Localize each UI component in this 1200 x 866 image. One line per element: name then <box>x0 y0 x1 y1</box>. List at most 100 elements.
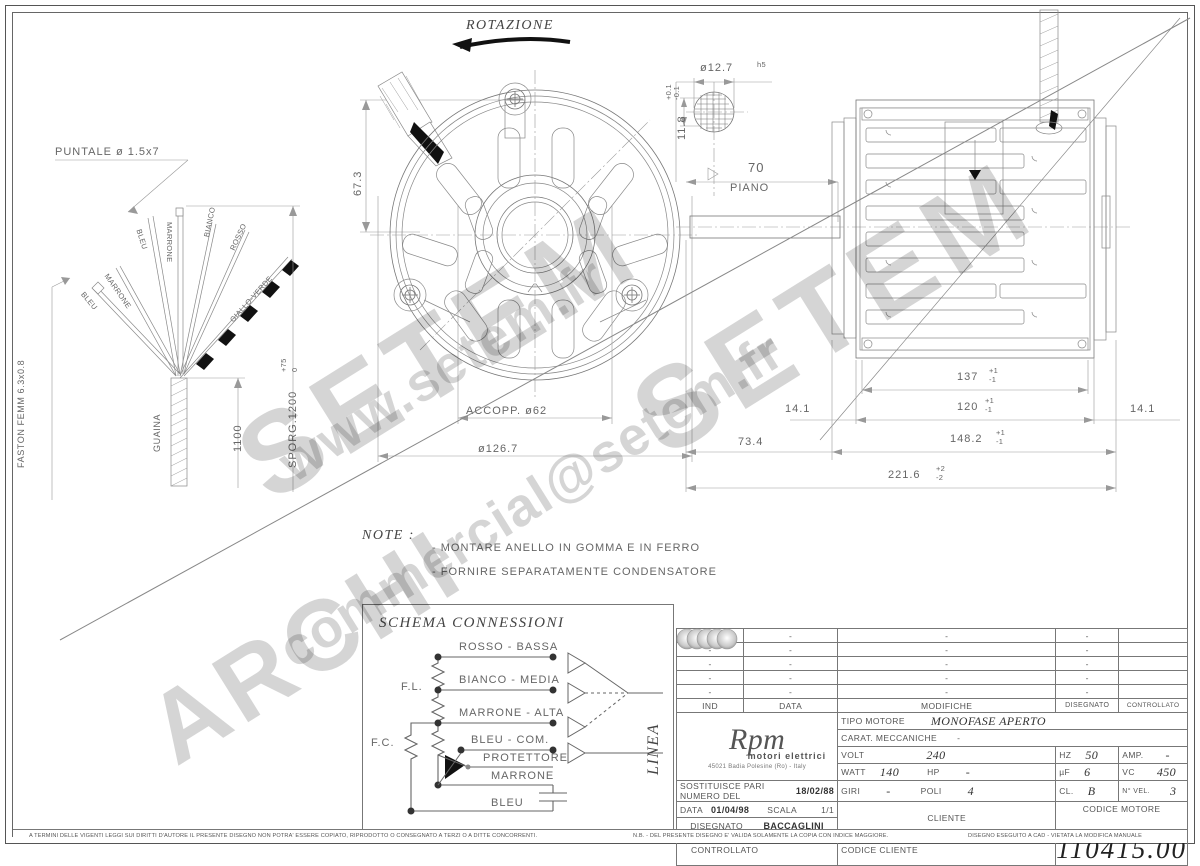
disegnato-value: BACCAGLINI <box>763 820 824 831</box>
volt-value: 240 <box>926 747 946 762</box>
table-row: - - - - <box>675 684 1188 699</box>
dim-148-tol-up: +1 <box>996 428 1006 437</box>
nvel-value: 3 <box>1170 783 1177 798</box>
cliente-cell: CLIENTE <box>837 801 1057 834</box>
header-disegnato: DISEGNATO <box>1055 698 1120 713</box>
tipo-motore-value: MONOFASE APERTO <box>930 713 1046 728</box>
dim-221: 221.6 <box>888 469 921 481</box>
giri-poli-cell: GIRI - POLI 4 <box>837 780 1057 802</box>
schema-row-marrone-alta: MARRONE - ALTA <box>459 707 565 719</box>
scala-value: 1/1 <box>821 804 835 815</box>
hz-value: 50 <box>1085 747 1099 762</box>
dim-221-tol-up: +2 <box>936 464 946 473</box>
note-line-1: - MONTARE ANELLO IN GOMMA E IN FERRO <box>432 542 701 554</box>
giri-label: GIRI <box>841 786 861 796</box>
cl-label: CL. <box>1059 786 1074 796</box>
note-title: NOTE : <box>362 528 415 543</box>
codice-motore-label: CODICE MOTORE <box>1082 804 1161 814</box>
note-line-2: - FORNIRE SEPARATAMENTE CONDENSATORE <box>432 566 717 578</box>
mod-row-2-disegnato: - <box>1055 656 1120 671</box>
rpm-logo-address: 45021 Badia Polesine (Ro) - Italy <box>708 764 807 770</box>
logo-and-tipo-row: Rpm motori elettrici 45021 Badia Polesin… <box>675 628 1188 781</box>
header-ind: IND <box>675 698 745 713</box>
uf-label: µF <box>1059 767 1071 777</box>
volt-cell: VOLT 240 <box>837 746 1057 764</box>
carat-value: - <box>957 733 961 743</box>
mod-row-3-controllato <box>1118 670 1188 685</box>
mod-row-4-data: - <box>743 684 839 699</box>
volt-row: VOLT 240 HZ 50 AMP. - <box>677 746 1188 764</box>
rpm-logo-ellipses <box>676 628 738 650</box>
mod-row-1-data: - <box>743 642 839 657</box>
vc-label: VC <box>1122 767 1135 777</box>
table-row: - - - - <box>675 642 1188 657</box>
mod-row-1-disegnato: - <box>1055 642 1120 657</box>
schema-row-bianco: BIANCO - MEDIA <box>459 674 560 686</box>
scala-label: SCALA <box>767 804 798 815</box>
uf-cell: µF 6 <box>1055 763 1120 781</box>
amp-value: - <box>1165 747 1170 762</box>
dim-148: 148.2 <box>950 433 983 445</box>
footer-middle: N.B. - DEL PRESENTE DISEGNO E' VALIDA SO… <box>633 833 889 839</box>
schema-row-protettore: PROTETTORE <box>483 752 568 764</box>
table-header-row: IND DATA MODIFICHE DISEGNATO CONTROLLATO <box>675 698 1188 713</box>
table-row: - - - - <box>675 656 1188 671</box>
vc-cell: VC 450 <box>1118 763 1188 781</box>
mod-row-3-modifiche: - <box>837 670 1057 685</box>
amp-cell: AMP. - <box>1118 746 1188 764</box>
mod-row-4-ind: - <box>675 684 745 699</box>
schema-connessioni-panel: SCHEMA CONNESSIONI <box>362 604 674 832</box>
hp-label: HP <box>927 767 940 777</box>
data-value: 01/04/98 <box>711 804 750 815</box>
volt-label: VOLT <box>841 750 865 760</box>
header-modifiche: MODIFICHE <box>837 698 1057 713</box>
watt-label: WATT <box>841 767 866 777</box>
dim-73-4: 73.4 <box>738 436 764 448</box>
mod-row-1-controllato <box>1118 642 1188 657</box>
carat-cell: CARAT. MECCANICHE - <box>837 729 1188 747</box>
dim-221-tol-dn: -2 <box>936 473 944 482</box>
rpm-logo-sub: motori elettrici <box>747 751 827 761</box>
sostituisce-row: SOSTITUISCE PARI NUMERO DEL 18/02/88 GIR… <box>675 780 1188 802</box>
mod-row-2-modifiche: - <box>837 656 1057 671</box>
mod-row-3-ind: - <box>675 670 745 685</box>
header-data: DATA <box>743 698 839 713</box>
hp-value: - <box>965 764 971 779</box>
dim-14-right: 14.1 <box>1130 403 1156 415</box>
cl-value: B <box>1087 783 1096 798</box>
giri-value: - <box>886 783 891 798</box>
footer-left: A TERMINI DELLE VIGENTI LEGGI SUI DIRITT… <box>29 833 538 839</box>
mod-row-3-disegnato: - <box>1055 670 1120 685</box>
mod-row-0-disegnato: - <box>1055 628 1120 643</box>
schema-fl-label: F.L. <box>401 681 423 693</box>
mod-row-4-disegnato: - <box>1055 684 1120 699</box>
watt-row: WATT 140 HP - µF 6 VC 450 <box>677 763 1188 781</box>
schema-row-bleu-com: BLEU - COM. <box>471 734 550 746</box>
disegnato-label: DISEGNATO <box>690 820 744 831</box>
mod-row-1-modifiche: - <box>837 642 1057 657</box>
table-row: - - - - <box>675 670 1188 685</box>
mod-row-2-data: - <box>743 656 839 671</box>
tipo-motore-cell: TIPO MOTORE MONOFASE APERTO <box>837 712 1188 730</box>
vc-value: 450 <box>1156 764 1177 779</box>
dim-137-tol-up: +1 <box>989 366 999 375</box>
mod-row-0-modifiche: - <box>837 628 1057 643</box>
sheet-frame-outer <box>5 5 1195 844</box>
sostituisce-label: SOSTITUISCE PARI NUMERO DEL <box>680 781 765 801</box>
tipo-motore-label: TIPO MOTORE <box>841 716 905 726</box>
data-scala-cell: DATA 01/04/98 SCALA 1/1 <box>675 801 839 818</box>
mod-row-2-controllato <box>1118 656 1188 671</box>
schema-circuit <box>403 652 663 815</box>
dim-148-tol-dn: -1 <box>996 437 1004 446</box>
dim-137: 137 <box>957 371 979 383</box>
footer-right: DISEGNO ESEGUITO A CAD - VIETATA LA MODI… <box>968 833 1142 839</box>
data-scala-row: DATA 01/04/98 SCALA 1/1 CLIENTE CODICE M… <box>675 801 1188 834</box>
dim-120: 120 <box>957 401 979 413</box>
cl-cell: CL. B <box>1055 780 1120 802</box>
carat-label: CARAT. MECCANICHE <box>841 733 938 743</box>
uf-value: 6 <box>1084 764 1091 779</box>
sostituisce-value: 18/02/88 <box>795 786 835 796</box>
codice-motore-cell: CODICE MOTORE <box>1055 801 1188 834</box>
title-block: - - - - - - - - - - - - - - <box>675 628 1188 866</box>
